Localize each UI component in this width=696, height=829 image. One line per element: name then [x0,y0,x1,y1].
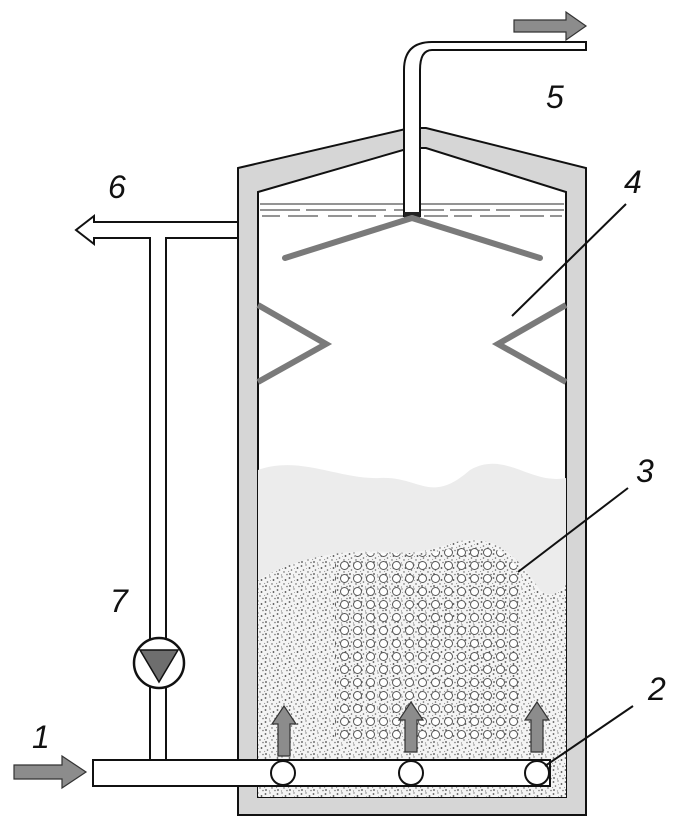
label-1: 1 [32,719,50,755]
leader-2 [544,705,634,767]
baffle-left [256,302,333,385]
gas-collector-hood [282,215,543,261]
distributor-nozzles [270,760,550,786]
upflow-arrows [270,700,551,757]
nozzle-2 [398,760,424,786]
pump-icon [132,636,186,690]
leader-3 [517,487,629,573]
granule-zone [335,544,522,740]
nozzle-1 [270,760,296,786]
label-4: 4 [624,164,642,200]
upflow-arrow-icon [270,704,298,757]
label-6: 6 [108,169,126,205]
label-3: 3 [636,453,654,489]
upflow-arrow-icon [397,700,425,753]
effluent-arrow-icon [513,10,588,42]
label-2: 2 [647,671,666,707]
feed-pipe [92,759,551,787]
leader-lines [511,203,634,767]
recirculation-outlet-pipe [74,213,239,761]
leader-4 [511,203,627,317]
label-7: 7 [110,583,129,619]
effluent-outlet-pipe [403,41,587,217]
nozzle-3 [524,760,550,786]
baffle-right [491,302,568,385]
upflow-arrow-icon [523,700,551,753]
inlet-arrow-icon [13,754,88,790]
label-5: 5 [546,79,564,115]
